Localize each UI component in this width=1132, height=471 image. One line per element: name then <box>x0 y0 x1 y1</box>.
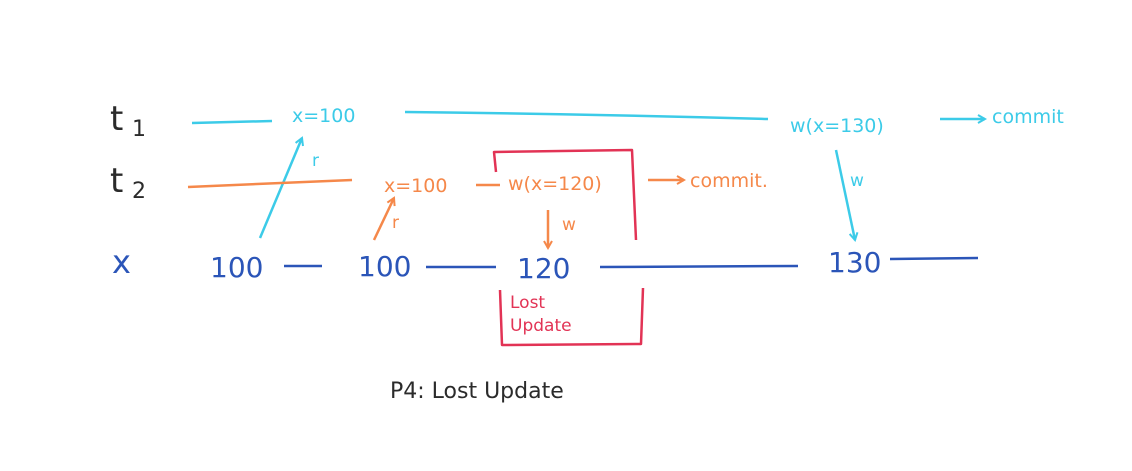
lost-update-label-line1: Lost <box>510 293 545 313</box>
t1-read-arrow-label: r <box>312 151 319 171</box>
x-timeline <box>284 256 979 269</box>
t1-write-arrow-label: w <box>850 171 864 191</box>
t1-write-arrow <box>834 149 855 240</box>
t2-read-label: x=100 <box>384 175 447 197</box>
row-label-t1: t 1 <box>110 99 146 142</box>
lost-update-box <box>492 148 645 347</box>
svg-text:2: 2 <box>132 179 146 204</box>
diagram-caption: P4: Lost Update <box>390 379 564 404</box>
t1-read-arrow <box>258 138 302 239</box>
t2-write-label: w(x=120) <box>508 173 602 195</box>
x-value-t2-write: 120 <box>517 252 570 285</box>
x-value-t1-write: 130 <box>828 246 881 279</box>
svg-text:1: 1 <box>132 117 146 142</box>
t1-write-label: w(x=130) <box>790 115 884 137</box>
t2-timeline <box>187 180 684 189</box>
t1-commit-label: commit <box>992 106 1064 128</box>
x-value-read: 100 <box>358 250 411 283</box>
t1-read-label: x=100 <box>292 105 355 127</box>
x-value-initial: 100 <box>210 251 263 284</box>
t2-read-arrow-label: r <box>392 213 399 233</box>
lost-update-label-line2: Update <box>510 316 572 336</box>
t2-read-arrow <box>372 198 394 241</box>
svg-text:t: t <box>110 161 123 201</box>
t2-write-arrow-label: w <box>562 215 576 235</box>
row-label-x: x <box>112 243 131 281</box>
t2-commit-label: commit. <box>690 170 768 192</box>
svg-text:t: t <box>110 99 123 139</box>
row-label-t2: t 2 <box>110 161 146 204</box>
t1-timeline <box>191 110 985 125</box>
